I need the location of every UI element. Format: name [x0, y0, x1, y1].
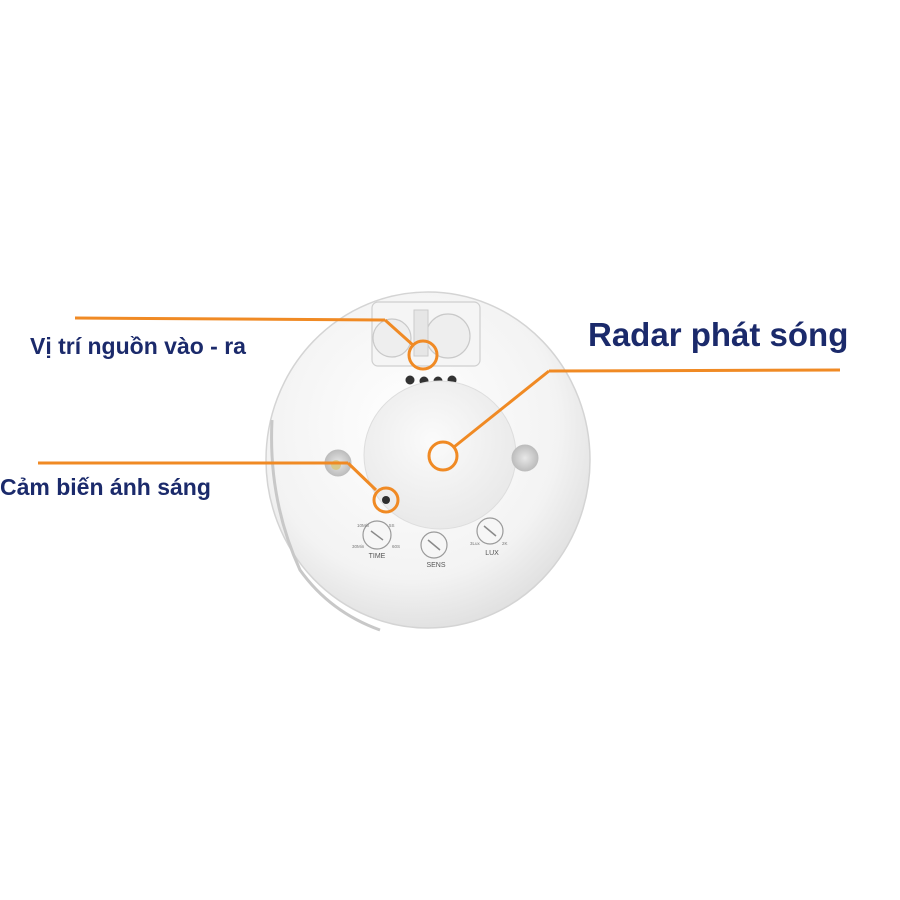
time-mark-1: 5S	[389, 523, 395, 528]
terminal-divider	[413, 309, 429, 357]
time-dial-label: TIME	[369, 553, 386, 560]
lux-mark-0: 3Lux	[470, 541, 481, 546]
time-dial: 10Min 5S 30Min 60S TIME	[352, 520, 400, 560]
light-sensor-label: Cảm biến ánh sáng	[0, 474, 211, 500]
time-mark-2: 30Min	[352, 544, 365, 549]
time-mark-3: 60S	[392, 544, 400, 549]
terminal-knob-right	[425, 313, 471, 359]
power-position-label: Vị trí nguồn vào - ra	[30, 333, 246, 359]
terminal-knob-left	[372, 318, 412, 358]
radar-dome	[363, 380, 517, 530]
mounting-hole-right	[511, 444, 539, 472]
sens-dial-label: SENS	[426, 562, 445, 569]
time-mark-0: 10Min	[357, 523, 370, 528]
lux-dial: 3Lux 2K LUX	[470, 517, 508, 557]
lux-mark-1: 2K	[502, 541, 508, 546]
radar-label: Radar phát sóng	[588, 316, 849, 353]
callout-radar	[427, 368, 841, 472]
sens-dial: SENS	[420, 531, 448, 569]
callout-light-sensor	[38, 461, 400, 514]
lux-dial-label: LUX	[485, 550, 499, 557]
light-sensor-dot	[382, 496, 390, 504]
callout-power-position	[74, 316, 439, 371]
